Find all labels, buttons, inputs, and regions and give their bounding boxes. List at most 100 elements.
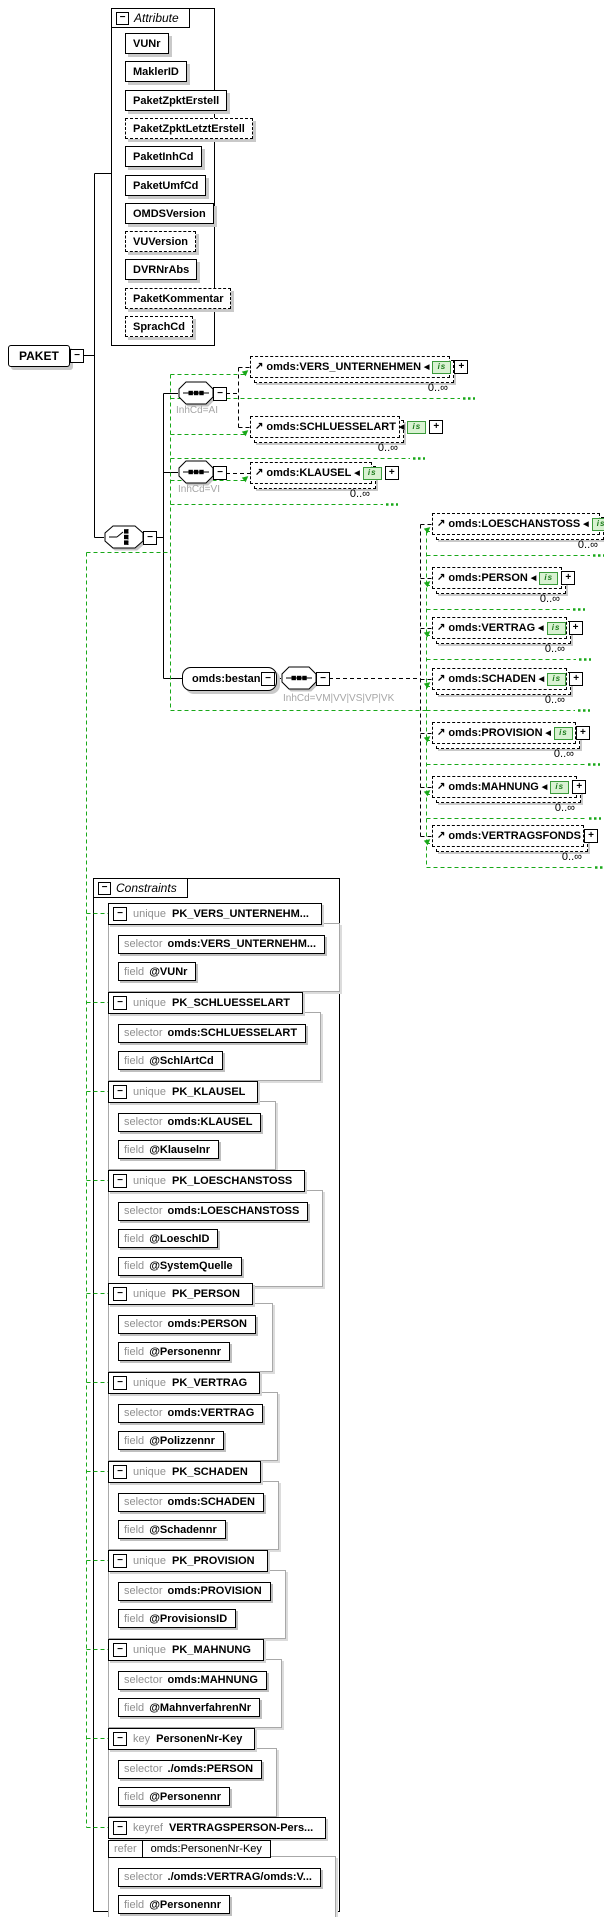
collapse-icon[interactable]: − xyxy=(98,881,111,895)
field-box[interactable]: field@VUNr xyxy=(118,962,197,981)
collapse-icon[interactable]: − xyxy=(143,531,157,545)
element-paket[interactable]: PAKET xyxy=(8,345,70,367)
attributes-panel-tab[interactable]: − Attribute xyxy=(111,8,190,28)
element-box[interactable]: ↗omds:LOESCHANSTOSS◀is+ xyxy=(432,513,604,535)
collapse-icon[interactable]: − xyxy=(116,11,129,25)
element-box[interactable]: ↗omds:PROVISION◀is+ xyxy=(432,722,590,744)
collapse-icon[interactable]: − xyxy=(113,1643,127,1657)
sequence-compositor[interactable] xyxy=(281,666,317,690)
attribute-omdsversion[interactable]: OMDSVersion xyxy=(125,203,214,224)
element-box[interactable]: ↗omds:VERTRAG◀is+ xyxy=(432,617,583,639)
field-box[interactable]: field@Personennr xyxy=(118,1787,231,1806)
attribute-paketzpktletzterstell[interactable]: PaketZpktLetztErstell xyxy=(125,118,253,139)
element-box[interactable]: ↗omds:KLAUSEL◀is+ xyxy=(250,462,399,484)
element-omds-klausel[interactable]: ↗omds:KLAUSEL◀is+0..∞ xyxy=(241,462,399,500)
field-box[interactable]: field@SchlArtCd xyxy=(118,1051,223,1070)
collapse-icon[interactable]: − xyxy=(70,349,84,363)
collapse-icon[interactable]: − xyxy=(113,1085,127,1099)
element-omds-loeschanstoss[interactable]: ↗omds:LOESCHANSTOSS◀is+0..∞ xyxy=(423,513,604,551)
field-box[interactable]: field@MahnverfahrenNr xyxy=(118,1698,260,1717)
element-omds-provision[interactable]: ↗omds:PROVISION◀is+0..∞ xyxy=(423,722,590,760)
expand-icon[interactable]: + xyxy=(454,360,469,374)
field-box[interactable]: field@Personennr xyxy=(118,1895,231,1914)
expand-icon[interactable]: + xyxy=(568,621,583,635)
element-box[interactable]: ↗omds:VERS_UNTERNEHMEN◀is+ xyxy=(250,356,469,378)
element-omds-schluesselart[interactable]: ↗omds:SCHLUESSELART◀is+0..∞ xyxy=(241,416,444,454)
collapse-icon[interactable]: − xyxy=(113,1465,127,1479)
field-box[interactable]: field@Polizzennr xyxy=(118,1431,224,1450)
attribute-paketinhcd[interactable]: PaketInhCd xyxy=(125,146,202,167)
expand-icon[interactable]: + xyxy=(569,672,584,686)
attribute-paketzpkterstell[interactable]: PaketZpktErstell xyxy=(125,90,228,111)
field-box[interactable]: field@LoeschID xyxy=(118,1229,219,1248)
attribute-vunr[interactable]: VUNr xyxy=(125,33,169,54)
collapse-icon[interactable]: − xyxy=(113,1287,127,1301)
expand-icon[interactable]: + xyxy=(575,726,590,740)
sequence-compositor[interactable] xyxy=(178,381,214,405)
choice-compositor[interactable] xyxy=(104,525,144,549)
attribute-paketkommentar[interactable]: PaketKommentar xyxy=(125,288,232,309)
selector-box[interactable]: selector./omds:VERTRAG/omds:V... xyxy=(118,1867,321,1887)
field-box[interactable]: field@Schadennr xyxy=(118,1520,226,1539)
attribute-sprachcd[interactable]: SprachCd xyxy=(125,316,193,337)
collapse-icon[interactable]: − xyxy=(113,996,127,1010)
field-box[interactable]: field@SystemQuelle xyxy=(118,1256,242,1276)
expand-icon[interactable]: + xyxy=(384,466,399,480)
collapse-icon[interactable]: − xyxy=(261,672,275,686)
element-omds-vers-unternehmen[interactable]: ↗omds:VERS_UNTERNEHMEN◀is+0..∞ xyxy=(241,356,469,394)
collapse-icon[interactable]: − xyxy=(213,466,227,480)
expand-icon[interactable]: + xyxy=(572,780,587,794)
expand-icon[interactable]: + xyxy=(561,571,576,585)
element-omds-mahnung[interactable]: ↗omds:MAHNUNG◀is+0..∞ xyxy=(423,776,587,814)
collapse-icon[interactable]: − xyxy=(113,1821,127,1835)
collapse-icon[interactable]: − xyxy=(316,672,330,686)
collapse-icon[interactable]: − xyxy=(113,1732,127,1746)
collapse-icon[interactable]: − xyxy=(113,1174,127,1188)
element-omds-vertrag[interactable]: ↗omds:VERTRAG◀is+0..∞ xyxy=(423,617,583,655)
attribute-maklerid[interactable]: MaklerID xyxy=(125,61,187,82)
attribute-vuversion[interactable]: VUVersion xyxy=(125,231,197,252)
collapse-icon[interactable]: − xyxy=(113,907,127,921)
collapse-icon[interactable]: − xyxy=(113,1554,127,1568)
attribute-paketumfcd[interactable]: PaketUmfCd xyxy=(125,175,207,196)
selector-box[interactable]: selector./omds:PERSON xyxy=(118,1759,263,1779)
element-box[interactable]: ↗omds:MAHNUNG◀is+ xyxy=(432,776,587,798)
element-box[interactable]: ↗omds:PERSON◀is+ xyxy=(432,567,576,589)
sequence-compositor[interactable] xyxy=(178,460,214,484)
field-box[interactable]: field@Personennr xyxy=(118,1342,231,1361)
element-box[interactable]: ↗omds:VERTRAGSFONDS+ xyxy=(432,825,599,847)
expand-icon[interactable]: + xyxy=(584,829,599,843)
attribute-dvrnrabs[interactable]: DVRNrAbs xyxy=(125,259,198,280)
element-box[interactable]: ↗omds:SCHADEN◀is+ xyxy=(432,668,584,690)
expand-icon[interactable]: + xyxy=(429,420,444,434)
constraints-panel-tab[interactable]: − Constraints xyxy=(93,878,188,898)
field-box[interactable]: field@Klauselnr xyxy=(118,1140,220,1159)
element-omds-schaden[interactable]: ↗omds:SCHADEN◀is+0..∞ xyxy=(423,668,584,706)
element-omds-vertragsfonds[interactable]: ↗omds:VERTRAGSFONDS+0..∞ xyxy=(423,825,599,863)
element-box[interactable]: ↗omds:SCHLUESSELART◀is+ xyxy=(250,416,444,438)
collapse-icon[interactable]: − xyxy=(113,1376,127,1390)
field-box[interactable]: field@ProvisionsID xyxy=(118,1609,237,1628)
collapse-icon[interactable]: − xyxy=(213,387,227,401)
